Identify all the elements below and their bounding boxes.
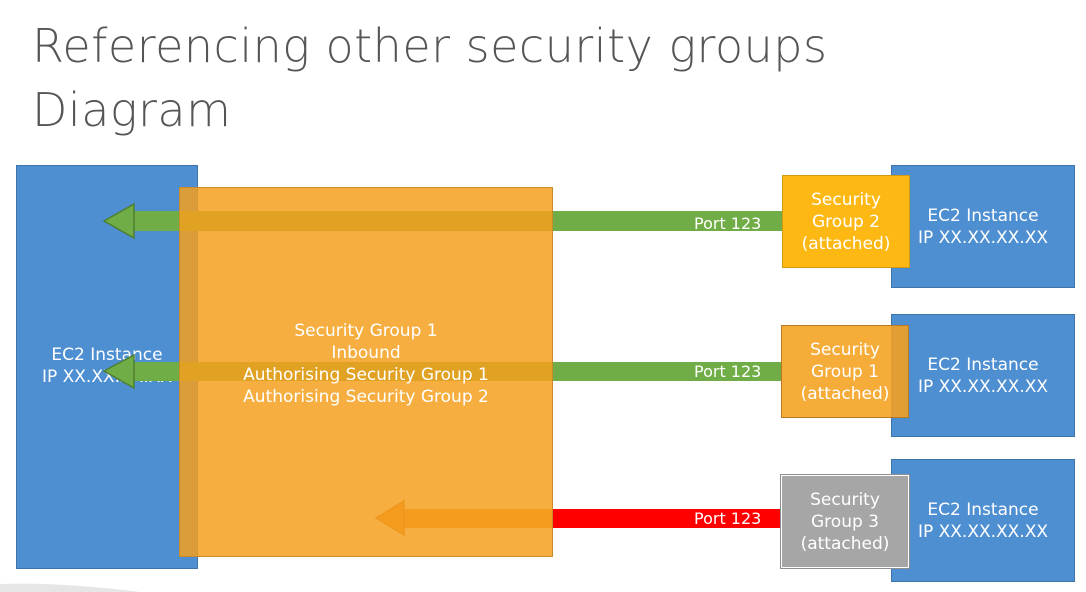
ec2-instance-right-3-name: EC2 Instance — [927, 499, 1039, 520]
port-label-2: Port 123 — [694, 362, 762, 381]
security-group-2-attached: Security Group 2 (attached) — [782, 175, 910, 268]
sg3-line-1: Security — [810, 489, 880, 510]
slide-decoration — [0, 583, 140, 592]
sg2-line-3: (attached) — [801, 233, 891, 254]
sg1-line-1: Security — [810, 339, 880, 360]
port-label-1: Port 123 — [694, 214, 762, 233]
sg-main-title: Security Group 1 — [294, 321, 438, 341]
title-line-1: Referencing other security groups — [32, 19, 828, 73]
sg1-line-3: (attached) — [800, 383, 890, 404]
security-group-1-attached: Security Group 1 (attached) — [781, 325, 909, 418]
sg-main-direction: Inbound — [331, 343, 401, 363]
security-group-3-attached: Security Group 3 (attached) — [780, 474, 910, 569]
ec2-instance-left-name: EC2 Instance — [51, 345, 163, 365]
ec2-instance-right-2: EC2 Instance IP XX.XX.XX.XX — [891, 314, 1075, 437]
sg2-line-2: Group 2 — [812, 211, 880, 232]
ec2-instance-right-2-ip: IP XX.XX.XX.XX — [917, 376, 1049, 397]
sg1-line-2: Group 1 — [811, 361, 879, 382]
ec2-instance-right-2-name: EC2 Instance — [927, 354, 1039, 375]
sg-main-rule-1: Authorising Security Group 1 — [243, 365, 489, 385]
sg3-line-3: (attached) — [800, 533, 890, 554]
port-label-3: Port 123 — [694, 509, 762, 528]
sg2-line-1: Security — [811, 189, 881, 210]
page-title: Referencing other security groups Diagra… — [32, 14, 827, 142]
ec2-instance-right-1-name: EC2 Instance — [927, 205, 1039, 226]
sg-main-rule-2: Authorising Security Group 2 — [243, 387, 489, 407]
security-group-1-inbound: Security Group 1 Inbound Authorising Sec… — [179, 187, 553, 557]
title-line-2: Diagram — [32, 83, 232, 137]
ec2-instance-right-3-ip: IP XX.XX.XX.XX — [917, 521, 1049, 542]
ec2-instance-right-3: EC2 Instance IP XX.XX.XX.XX — [891, 459, 1075, 582]
ec2-instance-right-1-ip: IP XX.XX.XX.XX — [917, 227, 1049, 248]
ec2-instance-right-1: EC2 Instance IP XX.XX.XX.XX — [891, 165, 1075, 288]
sg3-line-2: Group 3 — [811, 511, 879, 532]
